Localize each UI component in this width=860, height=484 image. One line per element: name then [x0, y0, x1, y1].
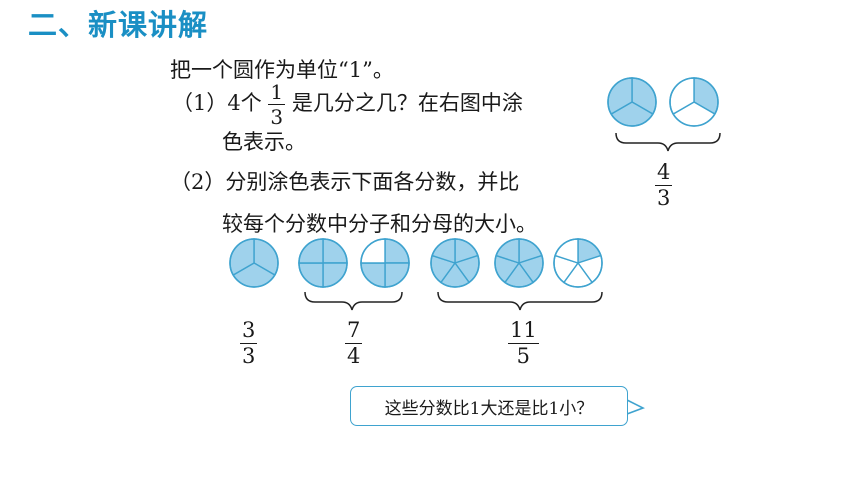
bracket-eleven-fifths	[437, 291, 603, 311]
fraction-denominator: 4	[347, 344, 361, 368]
fraction-denominator: 5	[516, 344, 531, 368]
fraction-circle-3ths-shaded-1	[669, 77, 719, 127]
fraction-four-thirds: 4 3	[655, 160, 673, 210]
fraction-circle-5ths-shaded-5	[494, 238, 544, 288]
question-1-suffix: 是几分之几？在右图中涂	[291, 91, 523, 115]
fraction-denominator: 3	[270, 105, 284, 129]
fraction-one-third: 1 3	[268, 80, 286, 129]
circle-outline	[430, 238, 480, 288]
question-1-prefix: （1）4个	[172, 91, 262, 115]
circle-outline	[607, 77, 657, 127]
circle-outline	[360, 238, 410, 288]
speech-bubble: 这些分数比1大还是比1小？	[350, 386, 628, 426]
section-title: 二、新课讲解	[28, 8, 209, 42]
fraction-circle-4ths-shaded-4	[298, 238, 348, 288]
question-1-line2: 色表示。	[222, 130, 306, 154]
fraction-numerator: 3	[240, 318, 258, 344]
circle-outline	[494, 238, 544, 288]
fraction-numerator: 11	[508, 318, 539, 344]
fraction-numerator: 1	[268, 80, 286, 105]
fraction-denominator: 3	[242, 344, 256, 368]
fraction-circle-4ths-shaded-3	[360, 238, 410, 288]
fraction-three-thirds: 3 3	[240, 318, 258, 368]
speech-bubble-tail	[626, 399, 645, 415]
fraction-circle-3ths-shaded-3	[607, 77, 657, 127]
fraction-numerator: 4	[655, 160, 673, 186]
circle-outline	[229, 238, 279, 288]
intro-text: 把一个圆作为单位“1”。	[170, 58, 394, 82]
bracket-seven-fourths	[304, 291, 403, 311]
speech-bubble-text: 这些分数比1大还是比1小？	[384, 398, 594, 419]
fraction-circle-3ths-shaded-3	[229, 238, 279, 288]
fraction-circle-5ths-shaded-5	[430, 238, 480, 288]
bracket-four-thirds	[615, 132, 721, 152]
circle-outline	[553, 238, 603, 288]
question-2-line1: （2）分别涂色表示下面各分数，并比	[170, 170, 520, 194]
fraction-circle-5ths-shaded-1	[553, 238, 603, 288]
fraction-seven-fourths: 7 4	[345, 318, 363, 368]
fraction-denominator: 3	[657, 186, 671, 210]
circle-outline	[298, 238, 348, 288]
fraction-eleven-fifths: 11 5	[508, 320, 539, 367]
circle-outline	[669, 77, 719, 127]
question-2-line2: 较每个分数中分子和分母的大小。	[222, 212, 537, 236]
question-1: （1）4个 1 3 是几分之几？在右图中涂	[172, 82, 523, 127]
fraction-numerator: 7	[345, 318, 363, 344]
